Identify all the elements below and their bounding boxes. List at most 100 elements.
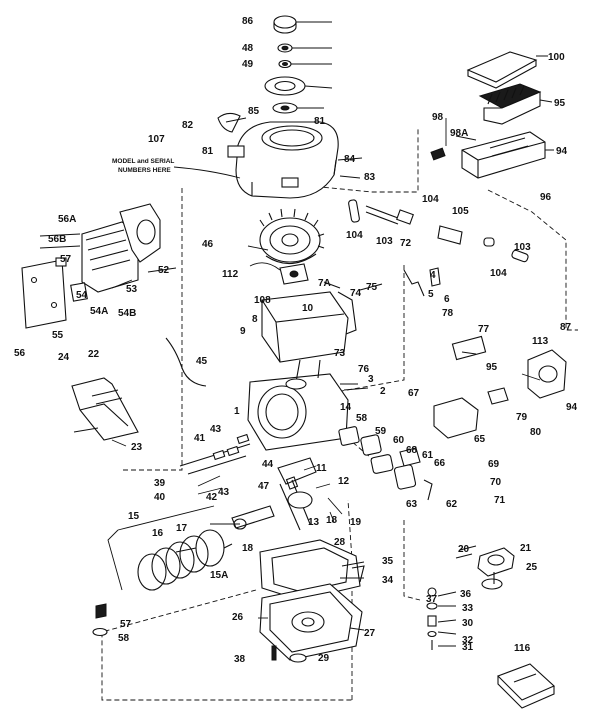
- flywheel: [259, 208, 325, 265]
- governor-linkage: [323, 267, 441, 335]
- part-label-55: 55: [52, 330, 64, 341]
- part-label-76: 76: [358, 364, 370, 375]
- part-label-14: 14: [340, 402, 352, 413]
- part-label-12: 12: [338, 476, 350, 487]
- part-label-104: 104: [346, 230, 363, 241]
- blower-housing: [217, 112, 339, 199]
- part-label-71: 71: [494, 495, 506, 506]
- decal-plate: [497, 663, 555, 709]
- part-label-103: 103: [376, 236, 393, 247]
- part-label-47: 47: [258, 481, 270, 492]
- part-label-4: 4: [430, 270, 436, 281]
- part-label-56a: 56A: [58, 214, 76, 225]
- part-label-65: 65: [474, 434, 486, 445]
- part-label-56: 56: [14, 348, 26, 359]
- note-line-1: MODEL and SERIAL: [112, 158, 174, 165]
- part-label-95: 95: [554, 98, 566, 109]
- part-label-2: 2: [380, 386, 386, 397]
- part-label-59: 59: [375, 426, 387, 437]
- piston-and-rod: [175, 505, 275, 567]
- part-label-77: 77: [478, 324, 490, 335]
- carburetor: [399, 335, 567, 467]
- part-label-20: 20: [458, 544, 470, 555]
- part-label-29: 29: [318, 653, 330, 664]
- air-cleaner-assembly: [430, 51, 546, 179]
- part-label-26: 26: [232, 612, 244, 623]
- part-label-16: 16: [152, 528, 164, 539]
- part-label-94: 94: [566, 402, 578, 413]
- part-label-7a: 7A: [318, 278, 331, 289]
- crankcase-sump: [259, 539, 363, 663]
- part-label-81: 81: [314, 116, 326, 127]
- part-label-86: 86: [242, 16, 254, 27]
- part-label-70: 70: [490, 477, 502, 488]
- part-label-81: 81: [202, 146, 214, 157]
- leader-lines: [73, 21, 554, 647]
- part-label-58: 58: [118, 633, 130, 644]
- part-label-36: 36: [460, 589, 472, 600]
- ground-wire: [165, 337, 207, 387]
- part-label-75: 75: [366, 282, 378, 293]
- part-label-113: 113: [532, 336, 549, 347]
- part-label-53: 53: [126, 284, 138, 295]
- part-label-32: 32: [462, 635, 474, 646]
- part-label-87: 87: [560, 322, 572, 333]
- part-label-63: 63: [406, 499, 418, 510]
- part-label-104: 104: [490, 268, 507, 279]
- base-fasteners: [351, 565, 438, 650]
- part-label-18: 18: [326, 515, 338, 526]
- crankshaft: [277, 457, 317, 531]
- part-label-85: 85: [248, 106, 260, 117]
- part-label-74: 74: [350, 288, 362, 299]
- part-label-45: 45: [196, 356, 208, 367]
- drain-plug: [92, 603, 108, 637]
- part-label-61: 61: [422, 450, 434, 461]
- part-label-67: 67: [408, 388, 420, 399]
- part-label-54: 54: [76, 290, 88, 301]
- part-label-25: 25: [526, 562, 538, 573]
- part-label-83: 83: [364, 172, 376, 183]
- part-label-48: 48: [242, 43, 254, 54]
- part-label-21: 21: [520, 543, 532, 554]
- part-label-10: 10: [302, 303, 314, 314]
- model-serial-note: MODEL and SERIAL NUMBERS HERE: [112, 158, 241, 179]
- part-label-15: 15: [128, 511, 140, 522]
- part-label-9: 9: [240, 326, 246, 337]
- part-label-95: 95: [486, 362, 498, 373]
- part-label-31: 31: [462, 642, 474, 653]
- part-label-11: 11: [316, 463, 327, 474]
- ignition-module: [249, 262, 309, 285]
- part-label-69: 69: [488, 459, 500, 470]
- part-label-80: 80: [530, 427, 542, 438]
- starter-cap-group: [264, 15, 306, 114]
- note-line-2: NUMBERS HERE: [118, 167, 171, 174]
- part-label-94: 94: [556, 146, 568, 157]
- part-label-35: 35: [382, 556, 394, 567]
- part-label-103: 103: [514, 242, 531, 253]
- part-label-41: 41: [194, 433, 206, 444]
- part-label-23: 23: [131, 442, 143, 453]
- part-label-18: 18: [242, 543, 254, 554]
- intake-gaskets: [338, 426, 433, 501]
- part-label-84: 84: [344, 154, 356, 165]
- part-label-72: 72: [400, 238, 412, 249]
- part-label-112: 112: [222, 269, 239, 280]
- cylinder-block: [247, 291, 349, 451]
- part-label-49: 49: [242, 59, 254, 70]
- part-label-52: 52: [158, 265, 170, 276]
- cylinder-head-group: [21, 203, 161, 329]
- part-label-30: 30: [462, 618, 474, 629]
- part-label-54a: 54A: [90, 306, 108, 317]
- part-label-3: 3: [368, 374, 374, 385]
- part-label-24: 24: [58, 352, 70, 363]
- part-label-66: 66: [434, 458, 446, 469]
- part-label-116: 116: [514, 643, 531, 654]
- part-label-15a: 15A: [210, 570, 228, 581]
- part-label-98a: 98A: [450, 128, 468, 139]
- part-label-34: 34: [382, 575, 394, 586]
- part-label-100: 100: [548, 52, 565, 63]
- part-label-105: 105: [452, 206, 469, 217]
- part-label-28: 28: [334, 537, 346, 548]
- part-label-17: 17: [176, 523, 188, 534]
- part-label-22: 22: [88, 349, 100, 360]
